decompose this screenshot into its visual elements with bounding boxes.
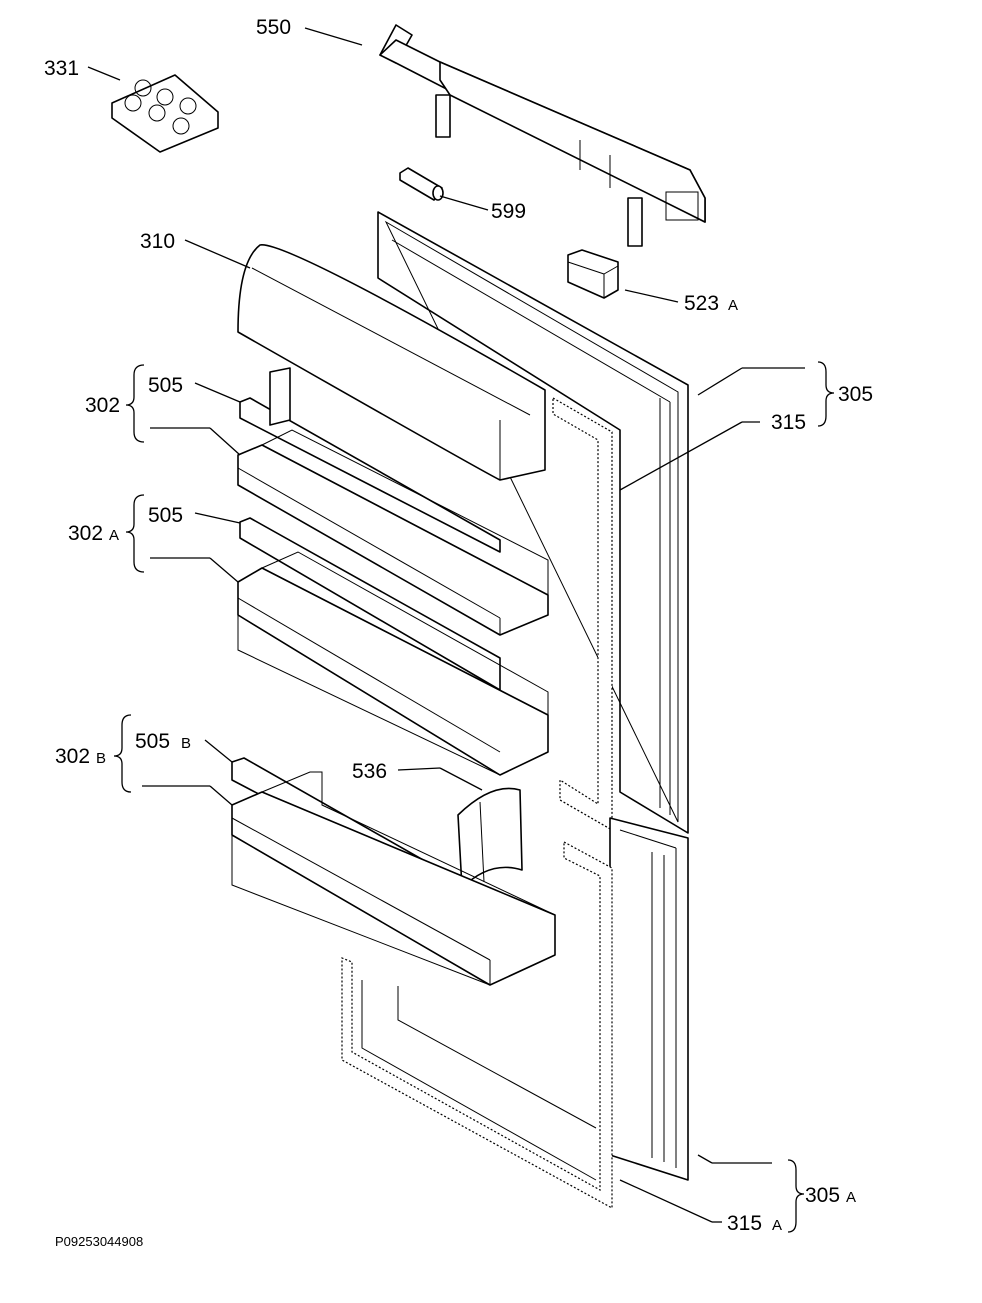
label-505-2: 505 — [148, 504, 183, 527]
label-302: 302 — [85, 394, 120, 417]
label-523: 523 — [684, 292, 719, 315]
label-310: 310 — [140, 230, 175, 253]
leader-lines — [87, 27, 805, 1223]
label-305A: 305 — [805, 1184, 840, 1207]
door-shelf-302A — [237, 517, 549, 776]
label-315A-suffix: A — [772, 1217, 782, 1234]
part-labels: 550 331 599 310 523 A 305 315 302 505 30… — [44, 16, 873, 1249]
bottle-divider-536 — [457, 787, 523, 889]
label-599: 599 — [491, 200, 526, 223]
label-505-1: 505 — [148, 374, 183, 397]
label-331: 331 — [44, 57, 79, 80]
label-505B-suffix: B — [181, 735, 191, 752]
label-305A-suffix: A — [846, 1189, 856, 1206]
lower-door-305A — [609, 817, 689, 1181]
brace-302 — [125, 364, 145, 443]
label-523-suffix: A — [728, 297, 738, 314]
brace-305A — [787, 1159, 805, 1233]
label-305: 305 — [838, 383, 873, 406]
egg-tray-331 — [111, 74, 219, 153]
label-302B-suffix: B — [96, 750, 106, 767]
brace-302A — [125, 494, 145, 573]
brace-302B — [113, 714, 132, 793]
door-shelf-302B — [231, 757, 556, 986]
hinge-bar-550 — [379, 24, 706, 247]
dairy-compartment-310 — [237, 244, 546, 481]
lower-gasket-315A — [341, 840, 613, 1210]
label-302A-suffix: A — [109, 527, 119, 544]
bracket-523A — [567, 249, 619, 299]
label-302A: 302 — [68, 522, 103, 545]
door-shelf-302 — [237, 367, 549, 636]
brace-305 — [817, 361, 835, 427]
label-536: 536 — [352, 760, 387, 783]
drawing-code: P09253044908 — [55, 1234, 143, 1249]
upper-gasket-315 — [552, 396, 621, 832]
label-315: 315 — [771, 411, 806, 434]
label-505B: 505 — [135, 730, 170, 753]
braces — [113, 361, 835, 1233]
label-550: 550 — [256, 16, 291, 39]
label-302B: 302 — [55, 745, 90, 768]
label-315A: 315 — [727, 1212, 762, 1235]
hinge-pin-599 — [399, 167, 444, 201]
